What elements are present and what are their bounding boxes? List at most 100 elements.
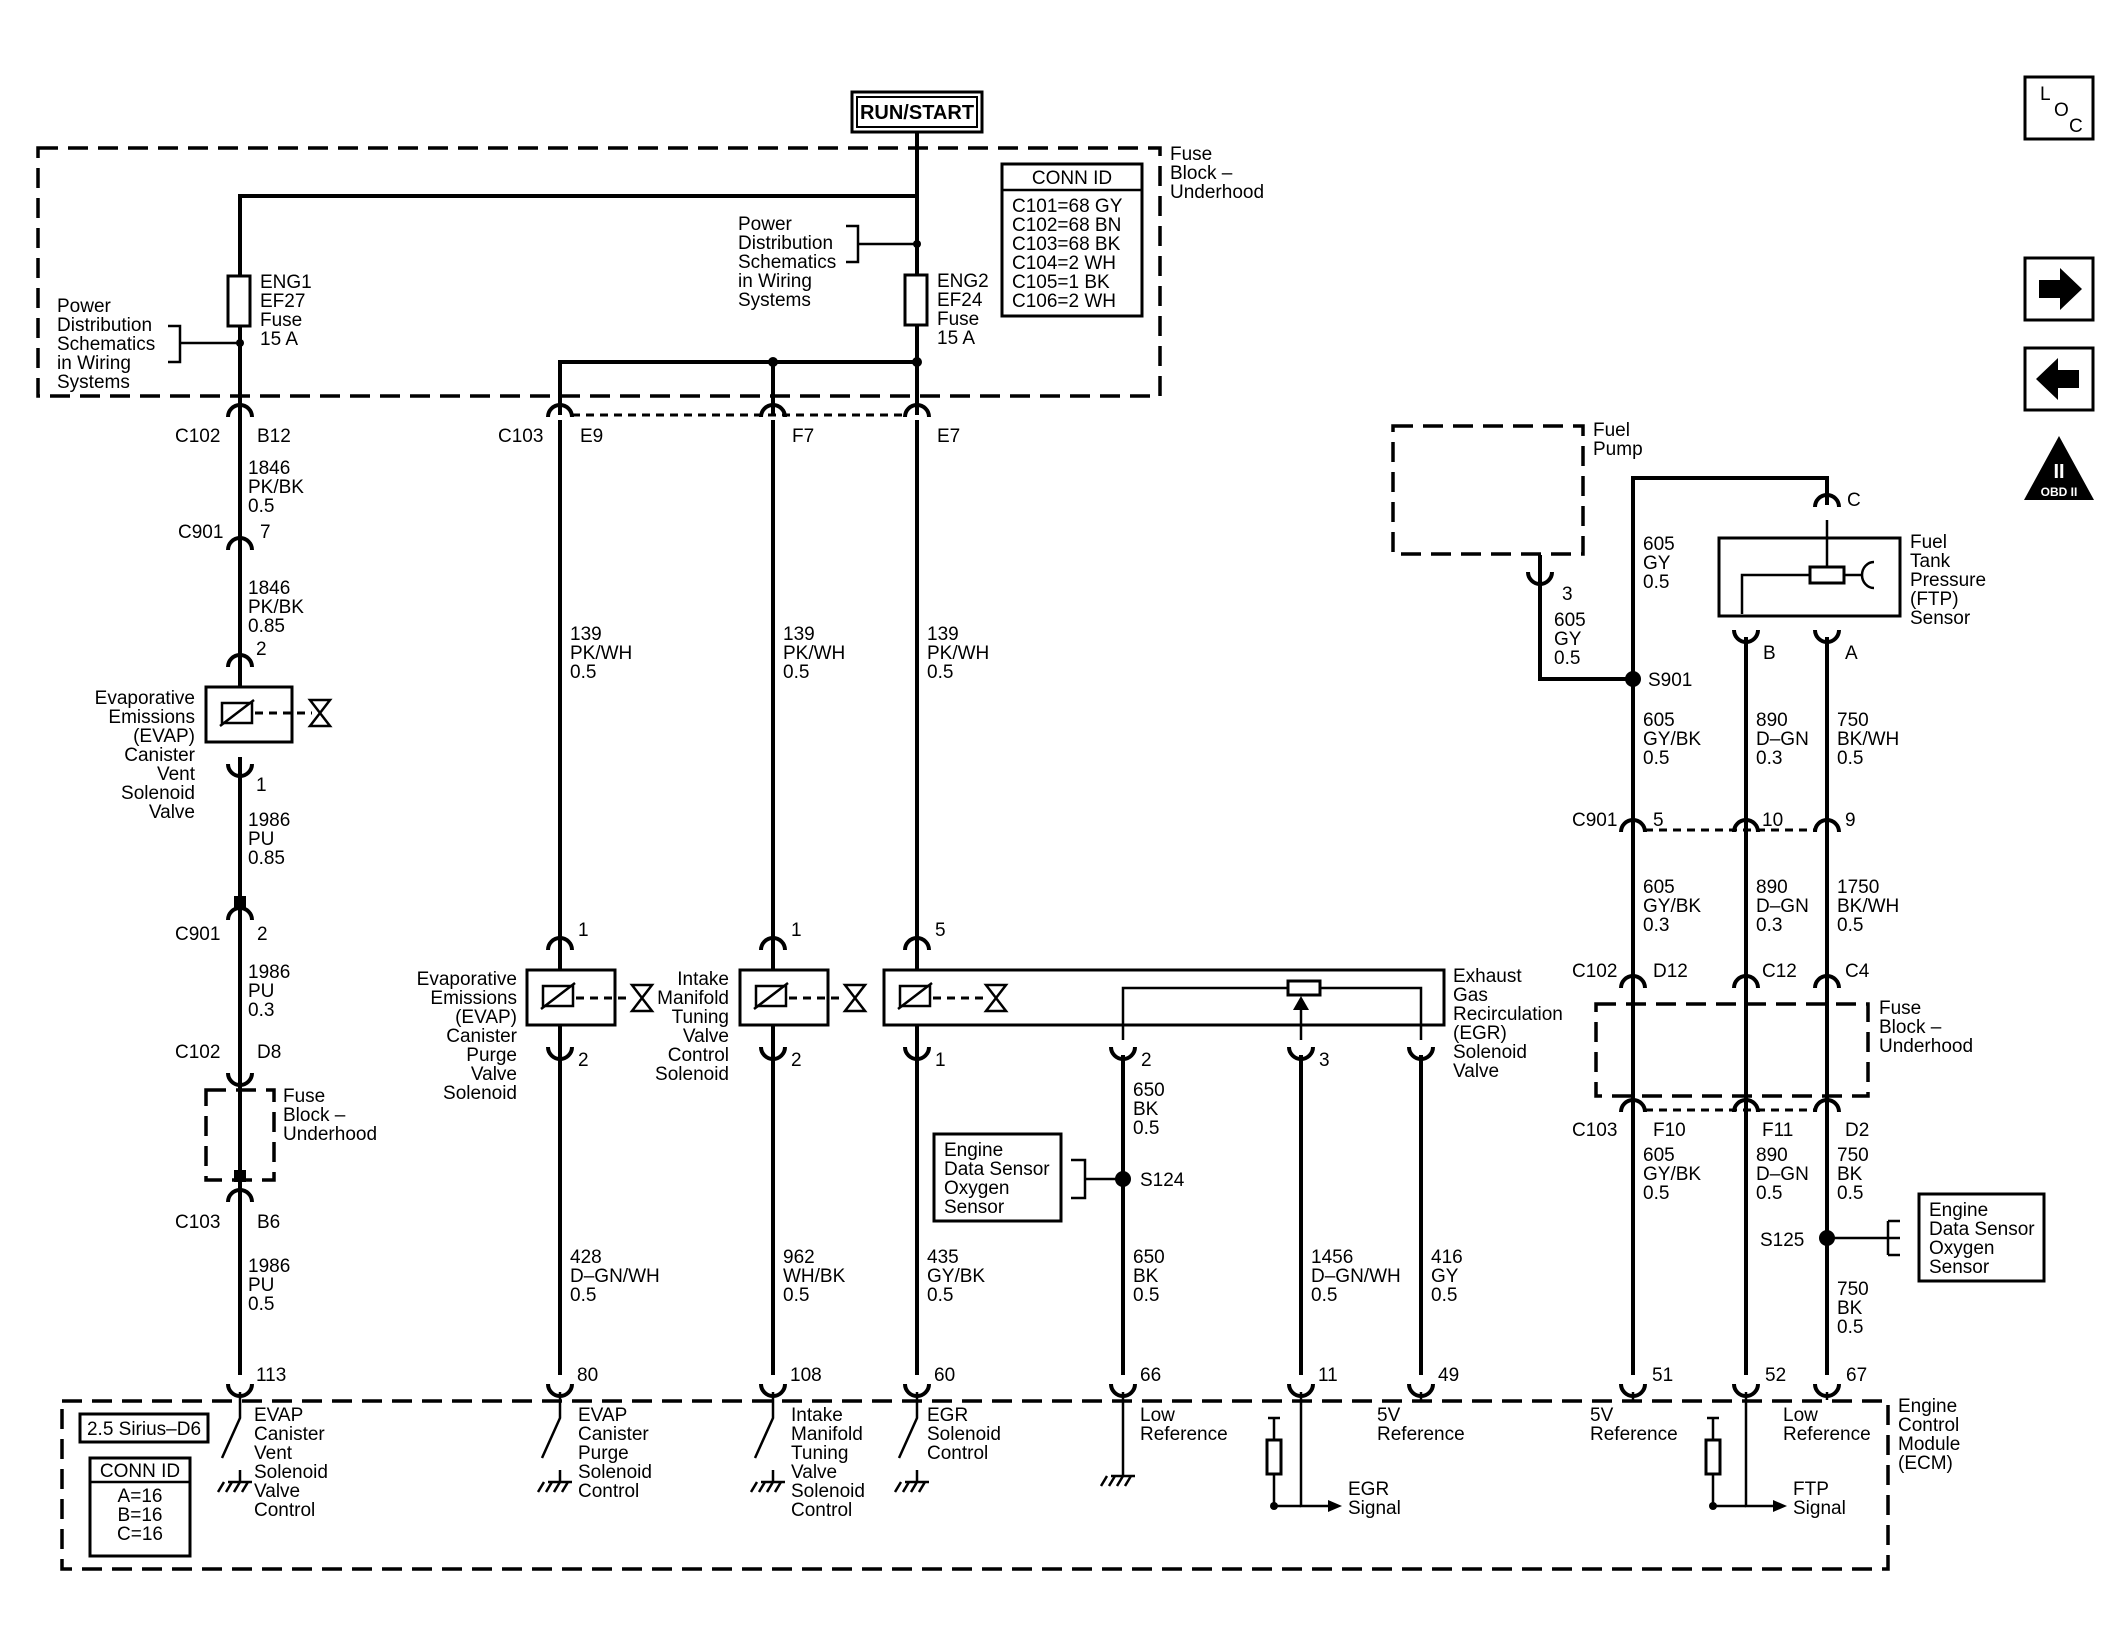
wire-line: GY/BK	[1643, 1164, 1701, 1185]
loc-icon[interactable]: L O C	[2023, 75, 2095, 141]
comp-line: Fuel	[1910, 532, 1947, 553]
ecm-fn-line: Reference	[1590, 1424, 1678, 1445]
ecm-pin: 60	[934, 1365, 955, 1386]
comp-line: Solenoid	[443, 1083, 517, 1104]
fuse2-line: 15 A	[937, 328, 975, 349]
obd-ii-icon: II OBD II	[2024, 436, 2094, 500]
conn-pin: C4	[1845, 961, 1870, 982]
wire-label-1846b: 1846 PK/BK 0.85	[248, 578, 304, 637]
connector-c102-d8: C102 D8	[175, 1042, 281, 1087]
wire-line: 890	[1756, 877, 1788, 898]
prev-arrow-icon[interactable]	[2023, 346, 2095, 412]
wire-line: 0.5	[1554, 648, 1580, 669]
comp-line: Control	[668, 1045, 729, 1066]
ecm-fn-line: Reference	[1783, 1424, 1871, 1445]
ecm-label-line: (ECM)	[1898, 1453, 1953, 1474]
conn-pin: D12	[1653, 961, 1688, 982]
run-start-text: RUN/START	[860, 102, 974, 124]
comp-line: Oxygen	[1929, 1238, 1994, 1259]
ecm-fn-line: Canister	[254, 1424, 325, 1445]
ecm-fn-line: Signal	[1348, 1498, 1401, 1519]
wire-label-139c: 139 PK/WH 0.5	[927, 624, 989, 683]
fuse2-line: ENG2	[937, 271, 989, 292]
wire-line: 0.5	[570, 662, 596, 683]
ecm-pin: 108	[790, 1365, 822, 1386]
comp-line: Gas	[1453, 985, 1488, 1006]
obd-label: OBD II	[2041, 485, 2078, 499]
wire-label-1986a: 1986 PU 0.85	[248, 810, 290, 869]
fuse-block-top-outline	[36, 146, 1162, 398]
conn-pin: D2	[1845, 1120, 1869, 1141]
wire-label-1986b: 1986 PU 0.3	[248, 962, 290, 1021]
wire-line: 890	[1756, 1145, 1788, 1166]
splice-s901	[1625, 671, 1641, 687]
next-arrow-icon[interactable]	[2023, 256, 2095, 322]
comp-line: Exhaust	[1453, 966, 1522, 987]
ecm-label-line: Module	[1898, 1434, 1960, 1455]
conn-id-line: C104=2 WH	[1012, 253, 1116, 274]
wire-label-890a: 890 D–GN 0.3	[1756, 710, 1809, 769]
conn-label: C901	[1572, 810, 1617, 831]
wire-line: 750	[1837, 1145, 1869, 1166]
connector-f7: F7	[759, 403, 814, 447]
splice-label: S124	[1140, 1170, 1185, 1191]
comp-line: (EGR)	[1453, 1023, 1507, 1044]
wire-line: 605	[1643, 534, 1675, 555]
ecm-fn-line: Reference	[1140, 1424, 1228, 1445]
wire-line: D–GN	[1756, 729, 1809, 750]
conn-label: C901	[175, 924, 220, 945]
ecm-fn-egr-sol: EGR Solenoid Control	[927, 1405, 1001, 1464]
power-dist-line: Power	[57, 296, 112, 317]
wire-line: 0.5	[1837, 1183, 1863, 1204]
wire-line: 1846	[248, 578, 290, 599]
ecm-pin: 11	[1318, 1365, 1338, 1386]
ecm-ftp-signal-circuit	[1704, 1392, 1787, 1512]
conn-id-box-top: CONN ID C101=68 GY C102=68 BN C103=68 BK…	[1000, 162, 1144, 318]
wire-line: 0.85	[248, 616, 285, 637]
ecm-label-line: Control	[1898, 1415, 1959, 1436]
wire-line: 605	[1643, 1145, 1675, 1166]
wire-line: 0.3	[248, 1000, 274, 1021]
ecm-fn-line: Low	[1140, 1405, 1175, 1426]
comp-line: Solenoid	[121, 783, 195, 804]
ecm-pin: 80	[577, 1365, 598, 1386]
wire-line: 605	[1554, 610, 1586, 631]
connector-c103-b6: C103 B6	[175, 1188, 280, 1233]
conn-pin: C12	[1762, 961, 1797, 982]
connector-e7: E7	[903, 403, 960, 447]
ecm-fn-line: Solenoid	[791, 1481, 865, 1502]
ecm-fn-line: Signal	[1793, 1498, 1846, 1519]
wire-line: 0.5	[1431, 1285, 1457, 1306]
conn-pin: F7	[792, 426, 814, 447]
fuse-block-top-label: Fuse Block – Underhood	[1170, 144, 1264, 203]
wire-line: GY	[1554, 629, 1582, 650]
wire-label-435: 435 GY/BK 0.5	[927, 1247, 985, 1306]
wire-line: 962	[783, 1247, 815, 1268]
fuse1-line: Fuse	[260, 310, 302, 331]
ecm-fn-line: EGR	[927, 1405, 968, 1426]
comp-line: Pump	[1593, 439, 1643, 460]
ecm-engine-box: 2.5 Sirius–D6	[78, 1412, 210, 1444]
conn-id-line: C103=68 BK	[1012, 234, 1121, 255]
comp-line: Valve	[471, 1064, 517, 1085]
ecm-fn-line: Purge	[578, 1443, 629, 1464]
ecm-fn-line: Solenoid	[578, 1462, 652, 1483]
power-dist-line: Schematics	[57, 334, 155, 355]
wire-label-1456: 1456 D–GN/WH 0.5	[1311, 1247, 1401, 1306]
wire-line: GY/BK	[927, 1266, 985, 1287]
wire-line: 139	[570, 624, 602, 645]
comp-line: Sensor	[944, 1197, 1005, 1218]
wire-line: 0.5	[783, 662, 809, 683]
conn-pin: 10	[1762, 810, 1783, 831]
ecm-conn-line: A=16	[118, 1486, 163, 1507]
conn-pin: E9	[580, 426, 603, 447]
conn-pin: 7	[260, 522, 271, 543]
comp-line: Solenoid	[1453, 1042, 1527, 1063]
ecm-pin: 66	[1140, 1365, 1161, 1386]
wire-line: 605	[1643, 710, 1675, 731]
ecm-fn-line: Intake	[791, 1405, 843, 1426]
power-dist-line: in Wiring	[57, 353, 131, 374]
conn-label: C103	[498, 426, 543, 447]
comp-line: Tuning	[672, 1007, 729, 1028]
